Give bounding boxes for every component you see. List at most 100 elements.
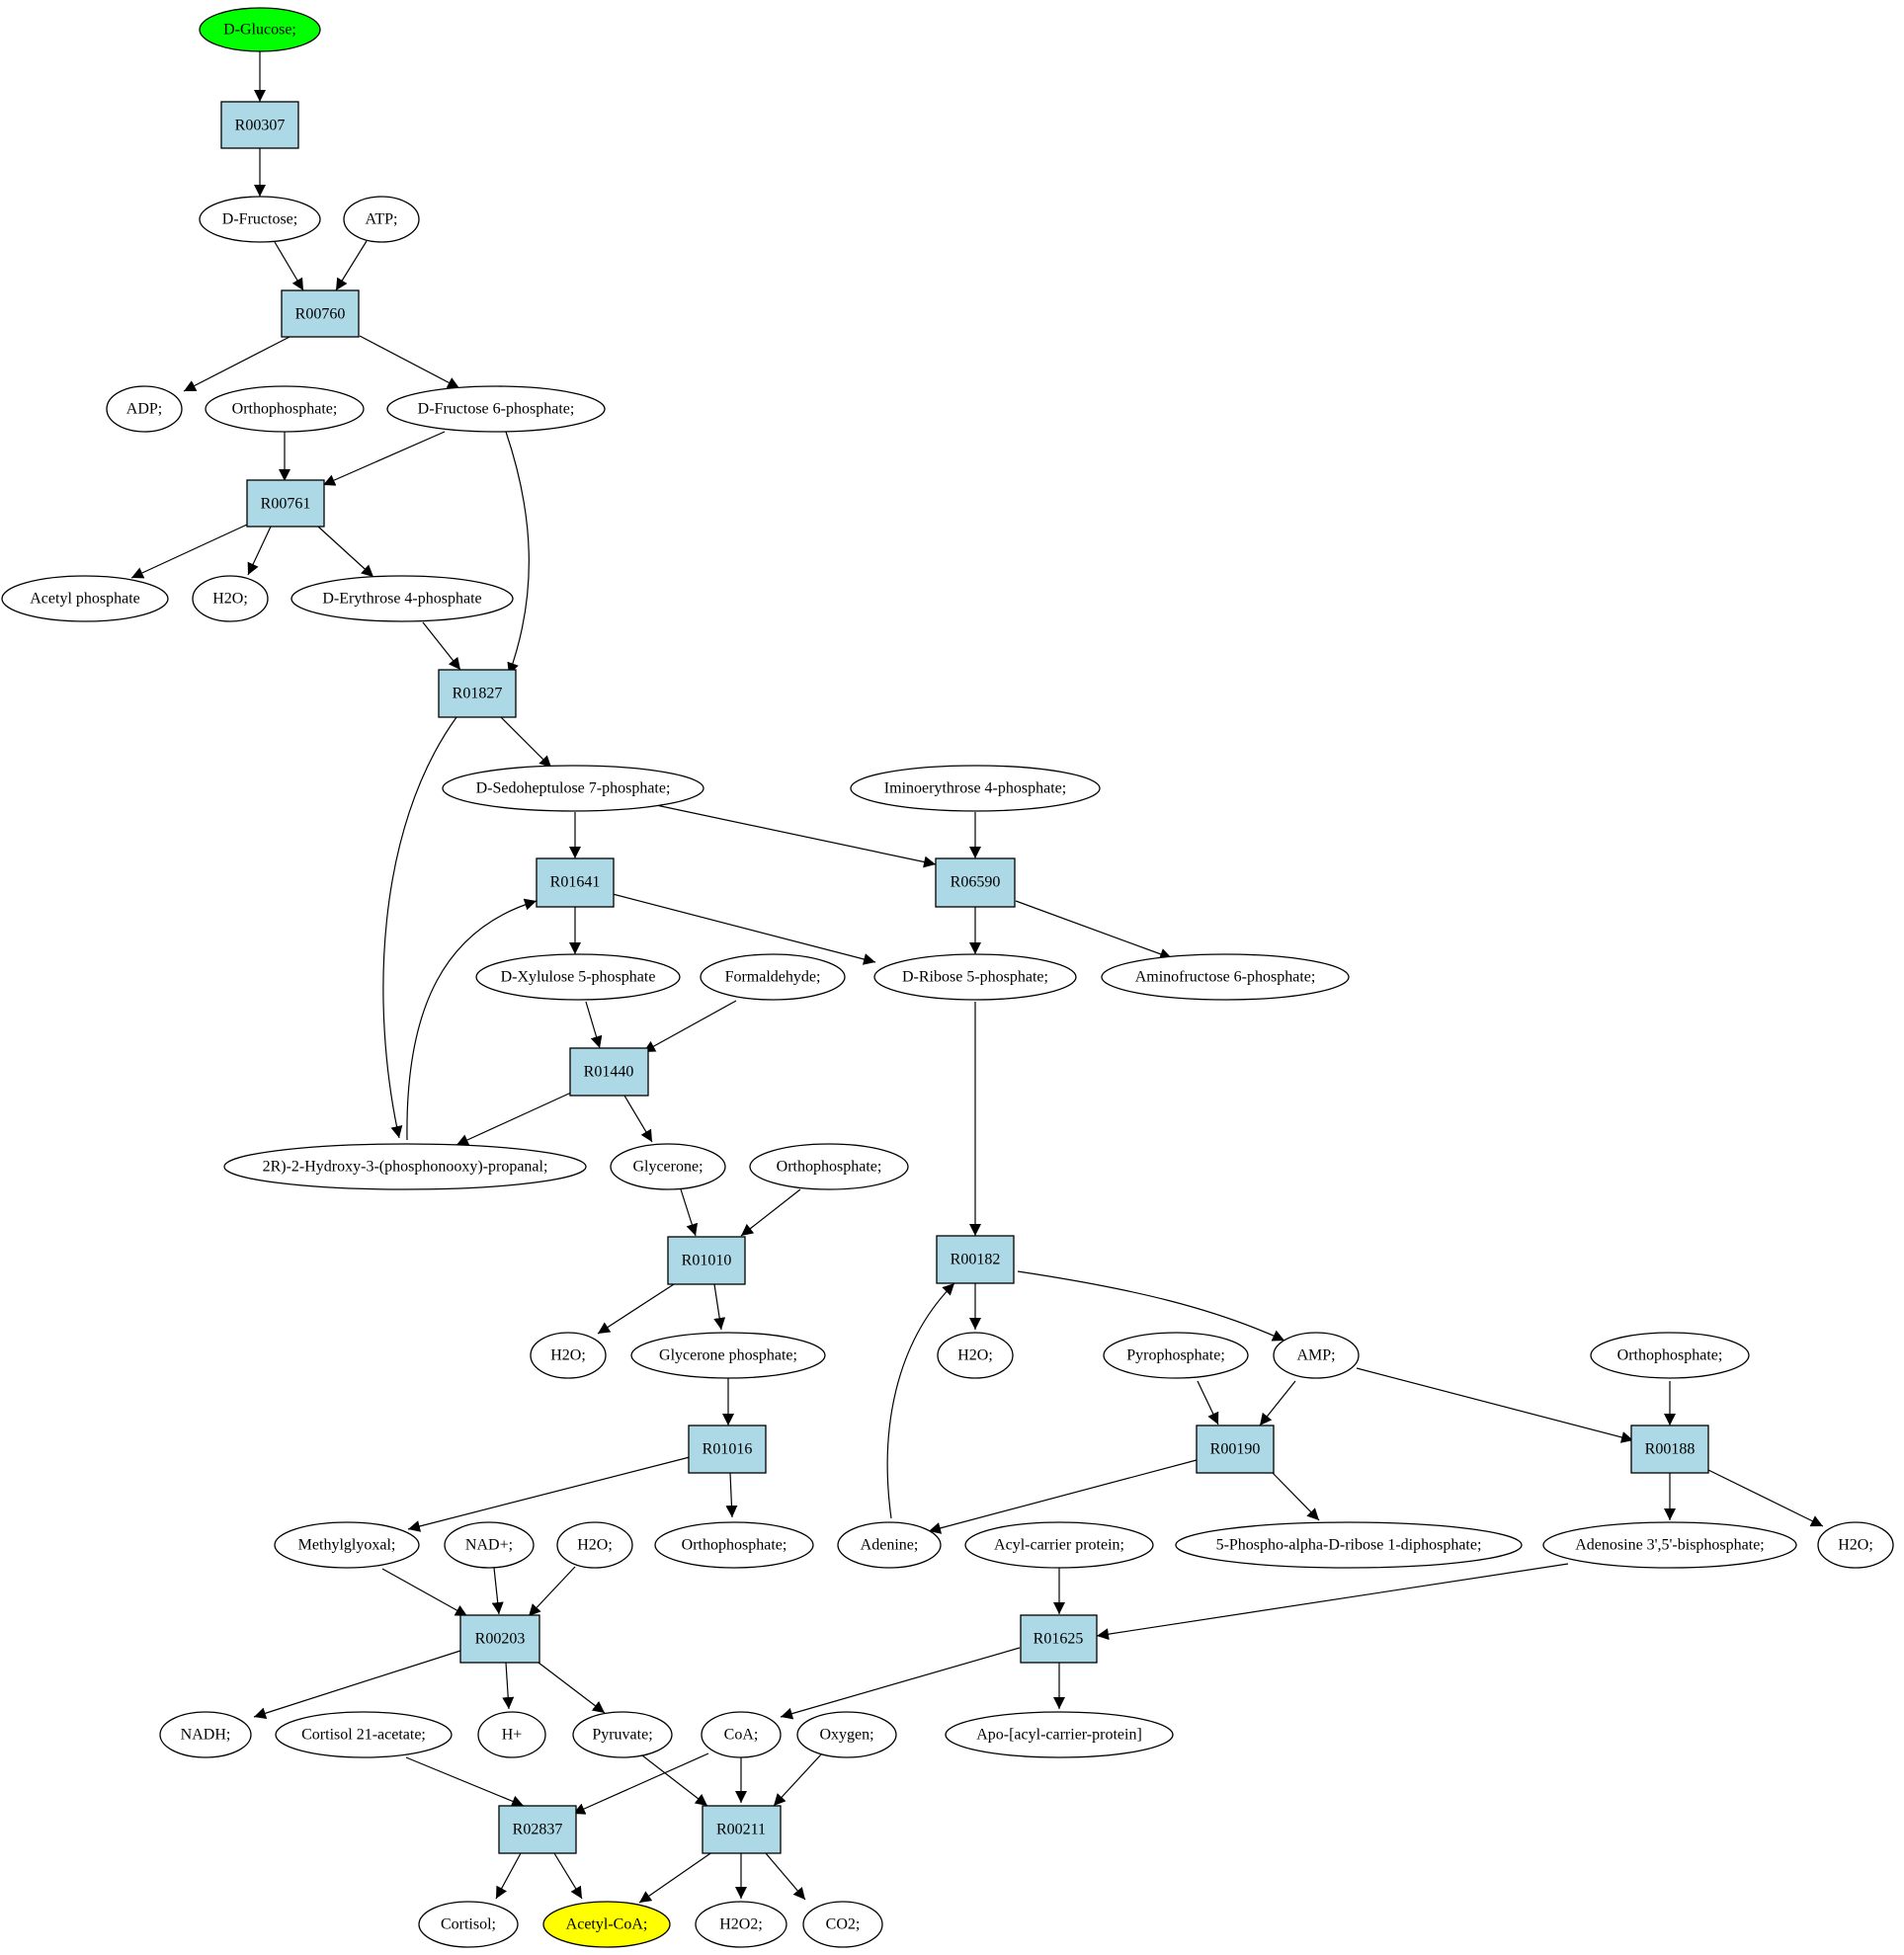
metabolite-node-h2o[interactable]: H2O; bbox=[530, 1332, 607, 1379]
metabolite-node-atp[interactable]: ATP; bbox=[343, 196, 420, 243]
reaction-label: R01625 bbox=[1034, 1631, 1084, 1648]
metabolite-label: Acyl-carrier protein; bbox=[994, 1537, 1124, 1554]
metabolite-node-orthophosphate[interactable]: Orthophosphate; bbox=[654, 1521, 814, 1569]
reaction-node-r00203[interactable]: R00203 bbox=[459, 1614, 540, 1664]
reaction-label: R00211 bbox=[716, 1822, 766, 1838]
metabolite-node-aminofructose-6-phosphate[interactable]: Aminofructose 6-phosphate; bbox=[1101, 953, 1350, 1001]
metabolite-node-h2o[interactable]: H2O; bbox=[556, 1521, 633, 1569]
edge bbox=[274, 241, 304, 291]
metabolite-node-cortisol-21-acetate[interactable]: Cortisol 21-acetate; bbox=[275, 1711, 453, 1758]
metabolite-ellipse bbox=[802, 1901, 883, 1948]
reaction-label: R00203 bbox=[475, 1631, 526, 1648]
metabolite-node-amp[interactable]: AMP; bbox=[1273, 1332, 1360, 1379]
metabolite-node-adenosine-bisphosphate[interactable]: Adenosine 3',5'-bisphosphate; bbox=[1542, 1521, 1797, 1569]
metabolite-node-pyruvate[interactable]: Pyruvate; bbox=[572, 1711, 673, 1758]
metabolite-ellipse bbox=[477, 1711, 546, 1758]
metabolite-ellipse bbox=[701, 1711, 782, 1758]
metabolite-node-h2o2[interactable]: H2O2; bbox=[695, 1901, 787, 1948]
metabolite-node-nadh[interactable]: NADH; bbox=[159, 1711, 252, 1758]
metabolite-node-apo-acyl-carrier-protein[interactable]: Apo-[acyl-carrier-protein] bbox=[945, 1711, 1174, 1758]
metabolite-node-pyrophosphate[interactable]: Pyrophosphate; bbox=[1103, 1332, 1249, 1379]
metabolite-label: Cortisol 21-acetate; bbox=[301, 1727, 426, 1744]
reaction-node-r01827[interactable]: R01827 bbox=[438, 669, 517, 718]
metabolite-node-h2o[interactable]: H2O; bbox=[937, 1332, 1014, 1379]
metabolite-node-fructose-6-phosphate[interactable]: D-Fructose 6-phosphate; bbox=[386, 385, 606, 433]
metabolite-node-sedoheptulose-7-phosphate[interactable]: D-Sedoheptulose 7-phosphate; bbox=[442, 765, 704, 812]
metabolite-label: CoA; bbox=[724, 1727, 759, 1744]
metabolite-node-xylulose-5-phosphate[interactable]: D-Xylulose 5-phosphate bbox=[475, 953, 681, 1001]
reaction-box bbox=[1020, 1614, 1098, 1664]
metabolite-label: Orthophosphate; bbox=[682, 1537, 787, 1554]
metabolite-label: H2O2; bbox=[719, 1916, 763, 1933]
metabolite-node-acetyl-coa[interactable]: Acetyl-CoA; bbox=[542, 1901, 671, 1948]
metabolite-node-co2[interactable]: CO2; bbox=[802, 1901, 883, 1948]
metabolite-node-acetyl-phosphate[interactable]: Acetyl phosphate bbox=[1, 575, 169, 622]
metabolite-node-adenine[interactable]: Adenine; bbox=[837, 1521, 942, 1569]
metabolite-node-formaldehyde[interactable]: Formaldehyde; bbox=[700, 953, 846, 1001]
metabolite-node-cortisol[interactable]: Cortisol; bbox=[418, 1901, 519, 1948]
metabolite-node-phospho-ribose-diphosphate[interactable]: 5-Phospho-alpha-D-ribose 1-diphosphate; bbox=[1175, 1521, 1523, 1569]
edge bbox=[1096, 1563, 1569, 1641]
metabolite-node-hydroxy-phosphonooxy-propanal[interactable]: 2R)-2-Hydroxy-3-(phosphonooxy)-propanal; bbox=[223, 1143, 587, 1190]
reaction-node-r00761[interactable]: R00761 bbox=[246, 479, 325, 528]
metabolite-node-erythrose-4-phosphate[interactable]: D-Erythrose 4-phosphate bbox=[290, 575, 514, 622]
metabolite-node-oxygen[interactable]: Oxygen; bbox=[796, 1711, 897, 1758]
reaction-node-r01625[interactable]: R01625 bbox=[1020, 1614, 1098, 1664]
metabolite-node-glucose[interactable]: D-Glucose; bbox=[199, 7, 321, 52]
edge bbox=[1015, 900, 1173, 960]
reaction-node-r00188[interactable]: R00188 bbox=[1630, 1425, 1709, 1474]
metabolite-label: Aminofructose 6-phosphate; bbox=[1135, 969, 1316, 986]
metabolite-node-ribose-5-phosphate[interactable]: D-Ribose 5-phosphate; bbox=[873, 953, 1077, 1001]
metabolite-node-methylglyoxal[interactable]: Methylglyoxal; bbox=[274, 1521, 420, 1569]
metabolite-ellipse bbox=[343, 196, 420, 243]
metabolite-node-iminoerythrose-4-phosphate[interactable]: Iminoerythrose 4-phosphate; bbox=[850, 765, 1101, 812]
edge bbox=[765, 1852, 806, 1901]
metabolite-node-glycerone[interactable]: Glycerone; bbox=[610, 1143, 726, 1190]
reaction-nodes: R00307 R00760 R00761 R01827 R01641 R0659… bbox=[220, 101, 1709, 1854]
edge bbox=[780, 1647, 1021, 1720]
metabolite-ellipse bbox=[223, 1143, 587, 1190]
metabolite-label: D-Fructose 6-phosphate; bbox=[418, 401, 575, 418]
metabolite-node-h2o[interactable]: H2O; bbox=[1817, 1521, 1894, 1569]
edge bbox=[382, 716, 457, 1139]
edge bbox=[500, 716, 552, 769]
metabolite-node-coa[interactable]: CoA; bbox=[701, 1711, 782, 1758]
edge bbox=[585, 1001, 603, 1049]
edge bbox=[713, 1283, 726, 1331]
metabolite-node-adp[interactable]: ADP; bbox=[106, 385, 183, 433]
reaction-box bbox=[936, 1235, 1015, 1284]
metabolite-label: Pyruvate; bbox=[592, 1727, 652, 1744]
reaction-node-r01010[interactable]: R01010 bbox=[667, 1236, 746, 1285]
reaction-node-r00190[interactable]: R00190 bbox=[1196, 1425, 1275, 1474]
edge bbox=[405, 1756, 525, 1807]
reaction-node-r06590[interactable]: R06590 bbox=[935, 857, 1016, 908]
metabolite-node-h-plus[interactable]: H+ bbox=[477, 1711, 546, 1758]
metabolite-label: D-Sedoheptulose 7-phosphate; bbox=[476, 780, 671, 797]
reaction-node-r00182[interactable]: R00182 bbox=[936, 1235, 1015, 1284]
metabolite-node-acyl-carrier-protein[interactable]: Acyl-carrier protein; bbox=[964, 1521, 1154, 1569]
reaction-node-r01641[interactable]: R01641 bbox=[536, 857, 615, 908]
reaction-node-r00211[interactable]: R00211 bbox=[702, 1805, 782, 1854]
reaction-node-r02837[interactable]: R02837 bbox=[498, 1805, 577, 1854]
metabolite-node-fructose[interactable]: D-Fructose; bbox=[199, 196, 321, 243]
reaction-node-r01016[interactable]: R01016 bbox=[688, 1425, 767, 1474]
metabolite-node-glycerone-phosphate[interactable]: Glycerone phosphate; bbox=[630, 1332, 826, 1379]
reaction-label: R00190 bbox=[1210, 1441, 1261, 1458]
reaction-label: R01641 bbox=[550, 874, 601, 891]
edge bbox=[183, 335, 292, 392]
reaction-node-r00307[interactable]: R00307 bbox=[220, 101, 299, 149]
metabolite-node-orthophosphate[interactable]: Orthophosphate; bbox=[749, 1143, 909, 1190]
metabolite-label: Methylglyoxal; bbox=[298, 1537, 396, 1554]
metabolite-ellipse bbox=[290, 575, 514, 622]
metabolite-ellipse bbox=[1542, 1521, 1797, 1569]
reaction-node-r00760[interactable]: R00760 bbox=[281, 289, 360, 338]
metabolite-node-orthophosphate[interactable]: Orthophosphate; bbox=[205, 385, 365, 433]
metabolite-node-orthophosphate[interactable]: Orthophosphate; bbox=[1590, 1332, 1750, 1379]
edge bbox=[455, 1092, 572, 1146]
reaction-node-r01440[interactable]: R01440 bbox=[569, 1047, 649, 1097]
metabolite-node-nad[interactable]: NAD+; bbox=[444, 1521, 535, 1569]
metabolite-node-h2o[interactable]: H2O; bbox=[192, 575, 269, 622]
metabolite-ellipse bbox=[192, 575, 269, 622]
reaction-label: R00760 bbox=[295, 306, 346, 323]
metabolite-ellipse bbox=[850, 765, 1101, 812]
